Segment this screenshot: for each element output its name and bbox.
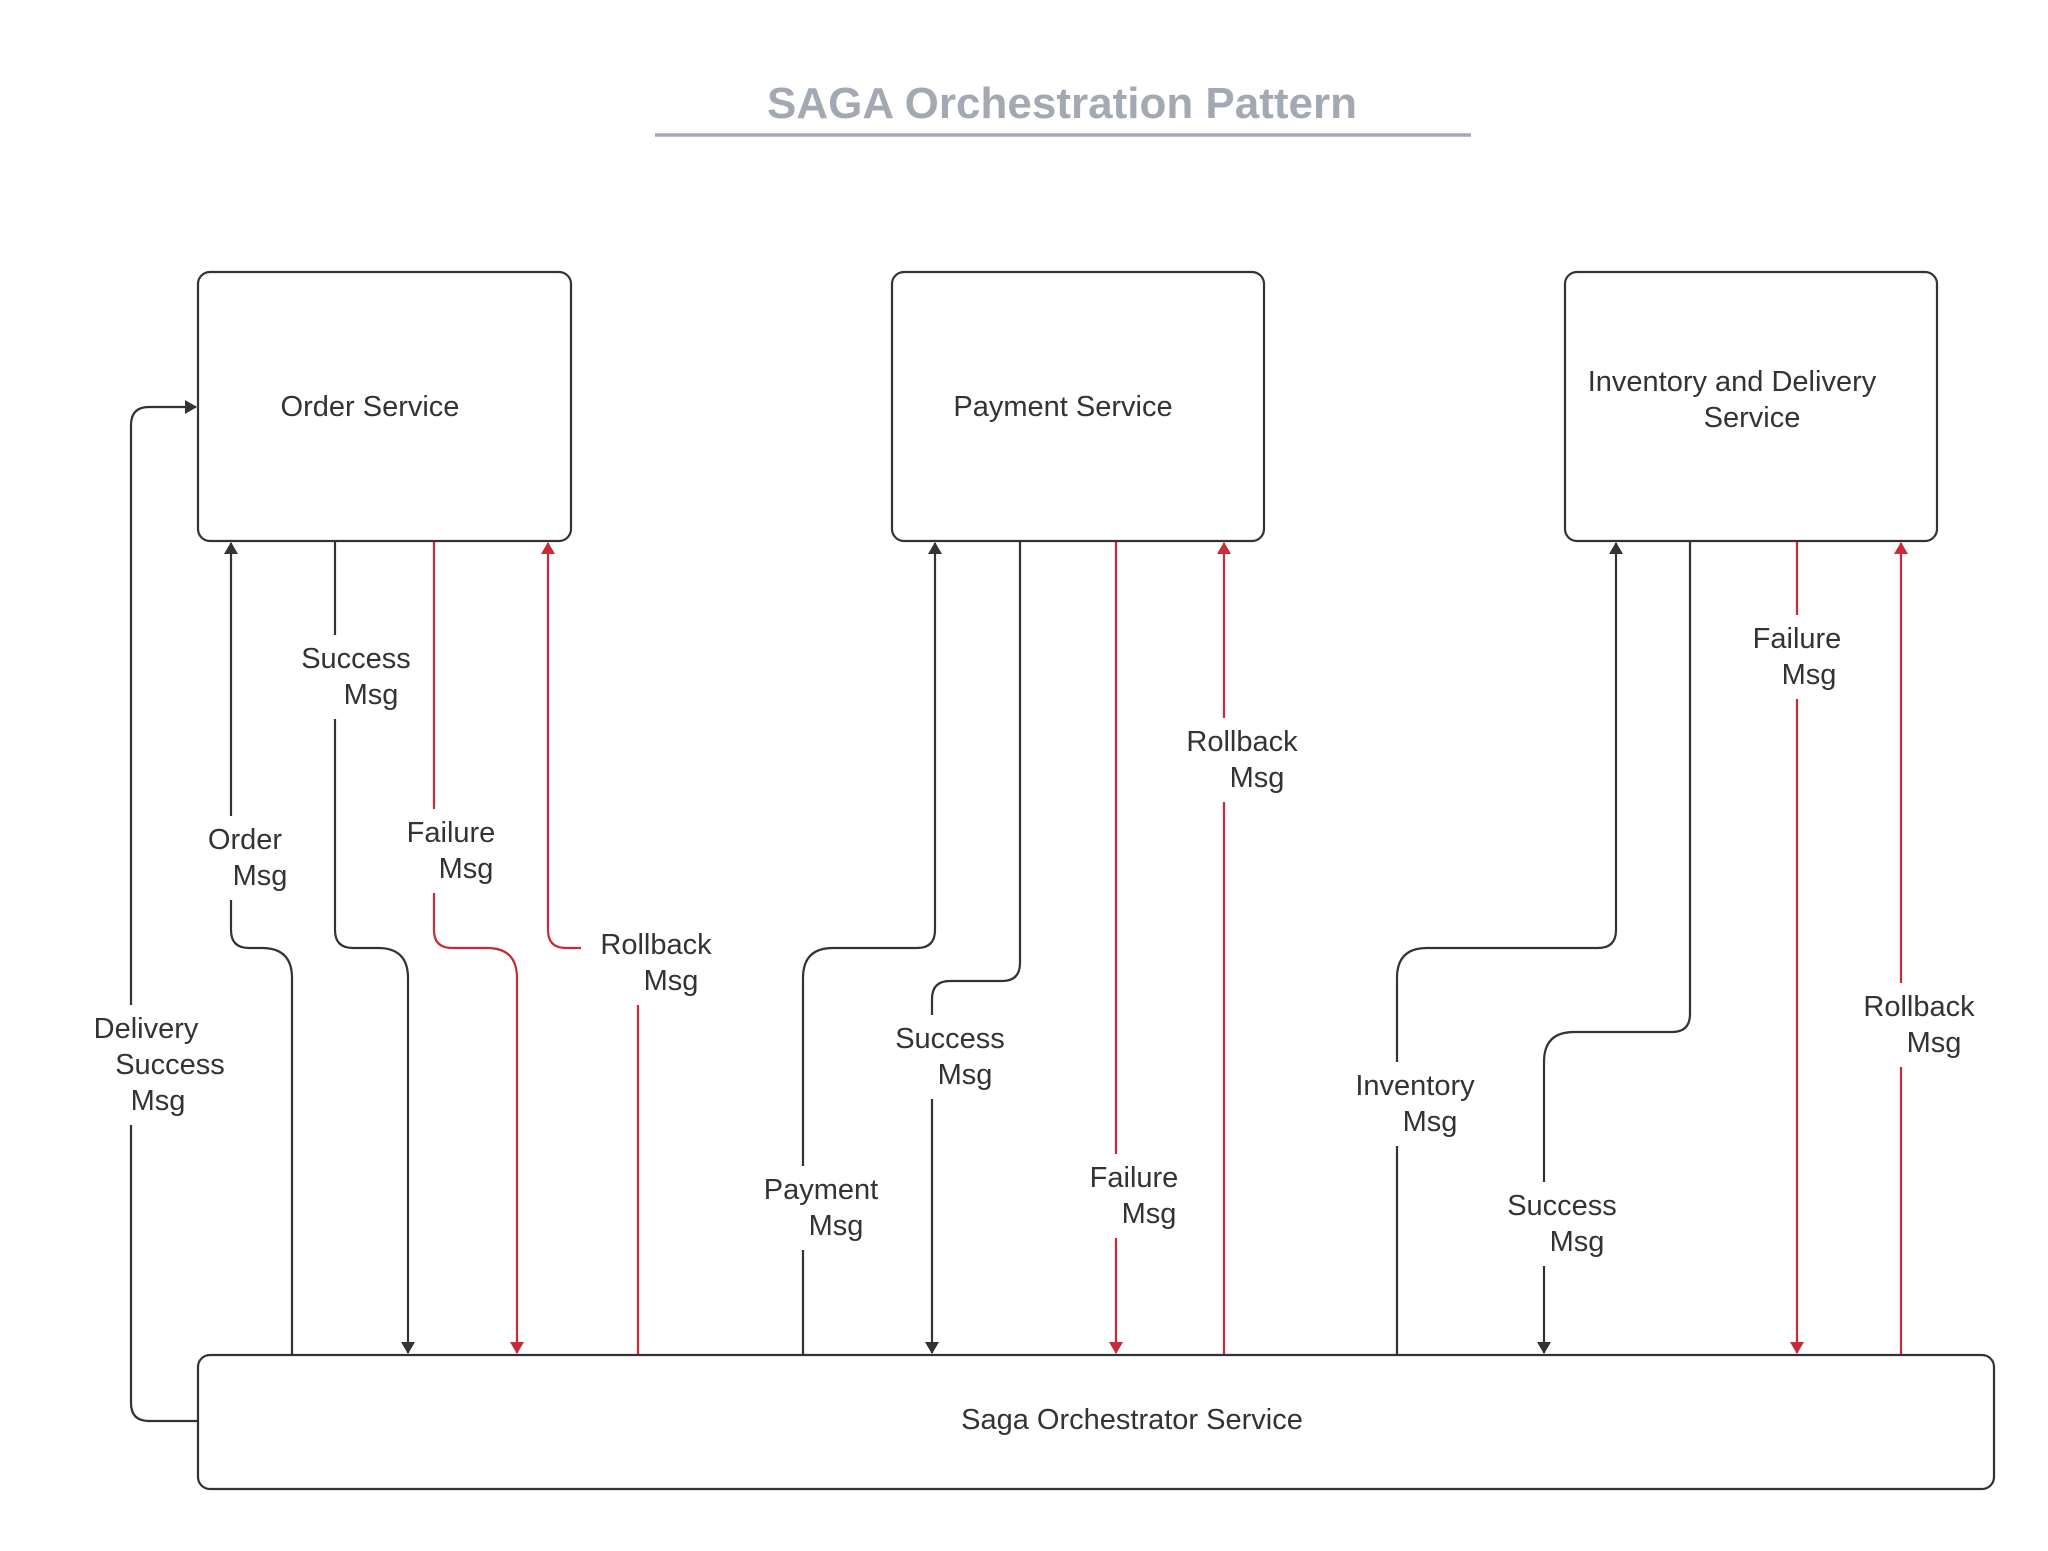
edge-label-line: Msg [131,1085,186,1117]
edge-label-background [594,921,719,1005]
edge-label-line: Rollback [1186,726,1298,758]
node-order-service[interactable]: Order Service [196,270,573,543]
edge-delivery-success[interactable] [129,400,198,1423]
edge-label-line: Success [115,1049,225,1081]
order-service-label-line: Order Service [281,391,460,423]
edge-inventory-msg[interactable] [1395,542,1623,1355]
saga-orchestrator-box[interactable] [196,1353,1996,1491]
payment-service-label: Payment Service [953,391,1172,423]
payment-service-label-line: Payment Service [953,391,1172,423]
edge-label-line: Payment [764,1174,878,1206]
edge-label-line: Rollback [600,929,712,961]
edge-label-line: Failure [1753,623,1842,655]
edge-label-line: Success [895,1023,1005,1055]
node-inventory-delivery-service[interactable]: Inventory and Delivery Service [1563,270,1939,543]
edge-label-line: Msg [1122,1198,1177,1230]
edge-label-background [1180,718,1305,802]
order-service-box[interactable] [196,270,573,543]
diagram-title: SAGA Orchestration Pattern [767,79,1357,128]
edge-label-background [295,635,417,719]
edge-label-background [400,809,502,893]
edge-order-success[interactable] [333,541,415,1354]
edge-label-background [201,816,294,900]
edge-label-line: Msg [1230,762,1285,794]
edge-label-background [1501,1182,1623,1266]
edge-inventory-success[interactable] [1537,541,1692,1354]
node-payment-service[interactable]: Payment Service [890,270,1266,543]
edge-label-line: Success [1507,1190,1617,1222]
edge-label-line: Failure [407,817,496,849]
edge-order-msg[interactable] [224,542,294,1355]
edge-label-line: Msg [1907,1027,1962,1059]
inventory-delivery-service-label-line-1: Inventory and Delivery [1588,366,1877,398]
edge-label-background [1083,1154,1185,1238]
edge-label-background [1746,615,1848,699]
edge-label-line: Failure [1090,1162,1179,1194]
inventory-delivery-service-label-line-2: Service [1704,402,1801,434]
edge-label-line: Msg [1782,659,1837,691]
edges-layer [129,400,1908,1423]
edge-label-line: Msg [439,853,494,885]
edge-payment-success[interactable] [925,541,1022,1354]
inventory-delivery-service-label: Inventory and Delivery Service [1588,366,1885,434]
edge-label-background [757,1166,885,1250]
edge-label-line: Msg [344,679,399,711]
order-service-label: Order Service [281,391,460,423]
edge-label-line: Msg [809,1210,864,1242]
node-saga-orchestrator-service[interactable]: Saga Orchestrator Service [196,1353,1996,1491]
edge-label-background [87,1005,231,1125]
edge-label-line: Inventory [1355,1070,1475,1102]
edge-label-background [1857,983,1982,1067]
inventory-delivery-service-box[interactable] [1563,270,1939,543]
edge-label-background [1349,1062,1482,1146]
edge-label-line: Msg [938,1059,993,1091]
edge-label-line: Msg [1550,1226,1605,1258]
edge-order-rollback[interactable] [548,543,640,1355]
edge-label-line: Msg [1403,1106,1458,1138]
edge-order-failure[interactable] [432,541,524,1354]
payment-service-box[interactable] [890,270,1266,543]
edge-label-line: Msg [644,965,699,997]
edge-label-line: Success [301,643,411,675]
saga-orchestrator-label-line: Saga Orchestrator Service [961,1404,1303,1436]
edge-label-background [889,1015,1011,1099]
saga-orchestrator-label: Saga Orchestrator Service [961,1404,1303,1436]
edge-payment-msg[interactable] [801,542,942,1355]
edge-label-line: Rollback [1863,991,1975,1023]
edge-label-line: Msg [233,860,288,892]
edge-label-line: Delivery [94,1013,199,1045]
edge-label-line: Order [208,824,282,856]
